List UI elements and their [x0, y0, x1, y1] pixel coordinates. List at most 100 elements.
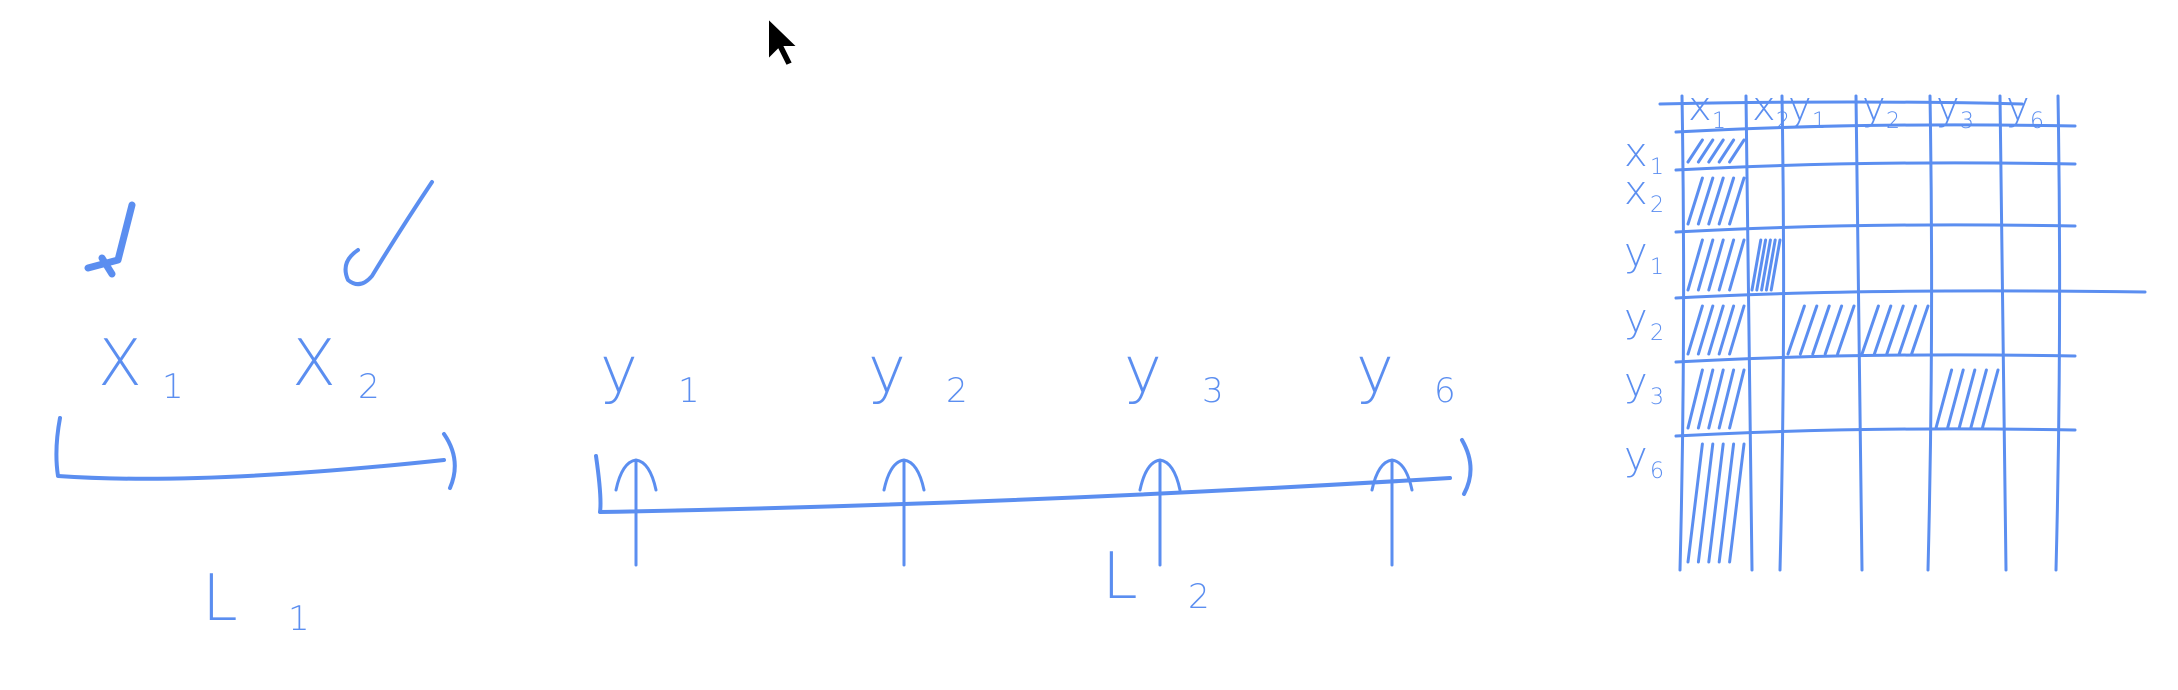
grid-line-horizontal	[1674, 353, 2077, 364]
row-header-subscript: 3	[1650, 385, 1664, 410]
shaded-cell	[1686, 138, 1746, 164]
grid-line-horizontal	[1674, 123, 2077, 134]
grid-line-vertical	[1998, 94, 2008, 572]
brace-l1	[54, 416, 457, 490]
brace-label: L	[202, 562, 238, 636]
row-header-label: y	[1624, 360, 1648, 406]
brace-subscript: 2	[1188, 577, 1210, 617]
grid-line-vertical	[1744, 94, 1754, 572]
row-header-label: y	[1624, 434, 1648, 480]
grid-line-horizontal	[1674, 223, 2077, 234]
col-header-label: x	[1752, 84, 1776, 130]
row-header-subscript: 6	[1650, 459, 1664, 484]
brace-label-l2: L 2	[1102, 540, 1210, 617]
up-arrow-icon	[882, 458, 926, 567]
shaded-cell	[1686, 238, 1746, 292]
node-label: X	[292, 327, 336, 401]
grid-line-horizontal	[1674, 289, 2147, 300]
node-label: X	[98, 327, 142, 401]
node-label: y	[1356, 334, 1394, 408]
shaded-cell	[1686, 368, 1746, 430]
col-header-subscript: 6	[2030, 109, 2044, 134]
node-subscript: 3	[1202, 371, 1224, 411]
col-header-label: x	[1688, 84, 1712, 130]
node-label: y	[868, 334, 906, 408]
brace-subscript: 1	[288, 599, 310, 639]
grid-line-vertical	[2054, 94, 2062, 572]
col-header-subscript: 1	[1812, 109, 1826, 134]
node-subscript: 1	[678, 371, 700, 411]
row-header-label: x	[1624, 168, 1648, 214]
col-header-label: y	[1936, 84, 1960, 130]
row-header-label: y	[1624, 296, 1648, 342]
row-header-label: y	[1624, 230, 1648, 276]
y-arrows	[614, 458, 1414, 567]
node-subscript: 1	[162, 367, 184, 407]
grid-line-horizontal	[1674, 427, 2077, 438]
node-subscript: 2	[946, 371, 968, 411]
checkmark-icon	[84, 201, 136, 278]
group-x: X 1 X 2 L 1	[54, 180, 457, 639]
brace-l2	[594, 438, 1473, 514]
up-arrow-icon	[614, 458, 658, 567]
grid-line-vertical	[1854, 94, 1864, 572]
row-header-subscript: 2	[1650, 193, 1664, 218]
col-header-subscript: 2	[1776, 109, 1790, 134]
node-x1: X 1	[98, 327, 184, 407]
col-header-subscript: 2	[1886, 109, 1900, 134]
brace-label: L	[1102, 540, 1138, 614]
col-header-subscript: 3	[1960, 109, 1974, 134]
shaded-cell	[1686, 176, 1746, 226]
node-label: y	[1124, 334, 1162, 408]
grid-line-horizontal	[1674, 161, 2077, 172]
row-header-subscript: 1	[1650, 155, 1664, 180]
brace-label-l1: L 1	[202, 562, 310, 639]
col-header-label: y	[2006, 84, 2030, 130]
up-arrow-icon	[1138, 458, 1182, 567]
row-header-subscript: 1	[1650, 255, 1664, 280]
checkmark-icon	[343, 180, 434, 287]
grid-line-horizontal	[1658, 100, 2024, 106]
row-header-label: x	[1624, 130, 1648, 176]
row-header-subscript: 2	[1650, 321, 1664, 346]
arrow-cursor-icon	[767, 15, 801, 68]
shaded-cell	[1686, 442, 1746, 564]
node-subscript: 2	[358, 367, 380, 407]
col-header-label: y	[1788, 84, 1812, 130]
col-header-subscript: 1	[1712, 109, 1726, 134]
matrix-grid	[1658, 94, 2147, 572]
grid-line-vertical	[1926, 94, 1934, 572]
shaded-cell	[1860, 304, 1930, 356]
grid-line-vertical	[1778, 94, 1786, 572]
matrix-shaded-cells	[1686, 138, 2000, 564]
shaded-cell	[1750, 238, 1782, 292]
col-header-label: y	[1862, 84, 1886, 130]
node-subscript: 6	[1434, 371, 1456, 411]
shaded-cell	[1686, 304, 1746, 356]
shaded-cell	[1934, 368, 2000, 430]
node-label: y	[600, 334, 638, 408]
up-arrow-icon	[1370, 458, 1414, 567]
node-x2: X 2	[292, 327, 380, 407]
